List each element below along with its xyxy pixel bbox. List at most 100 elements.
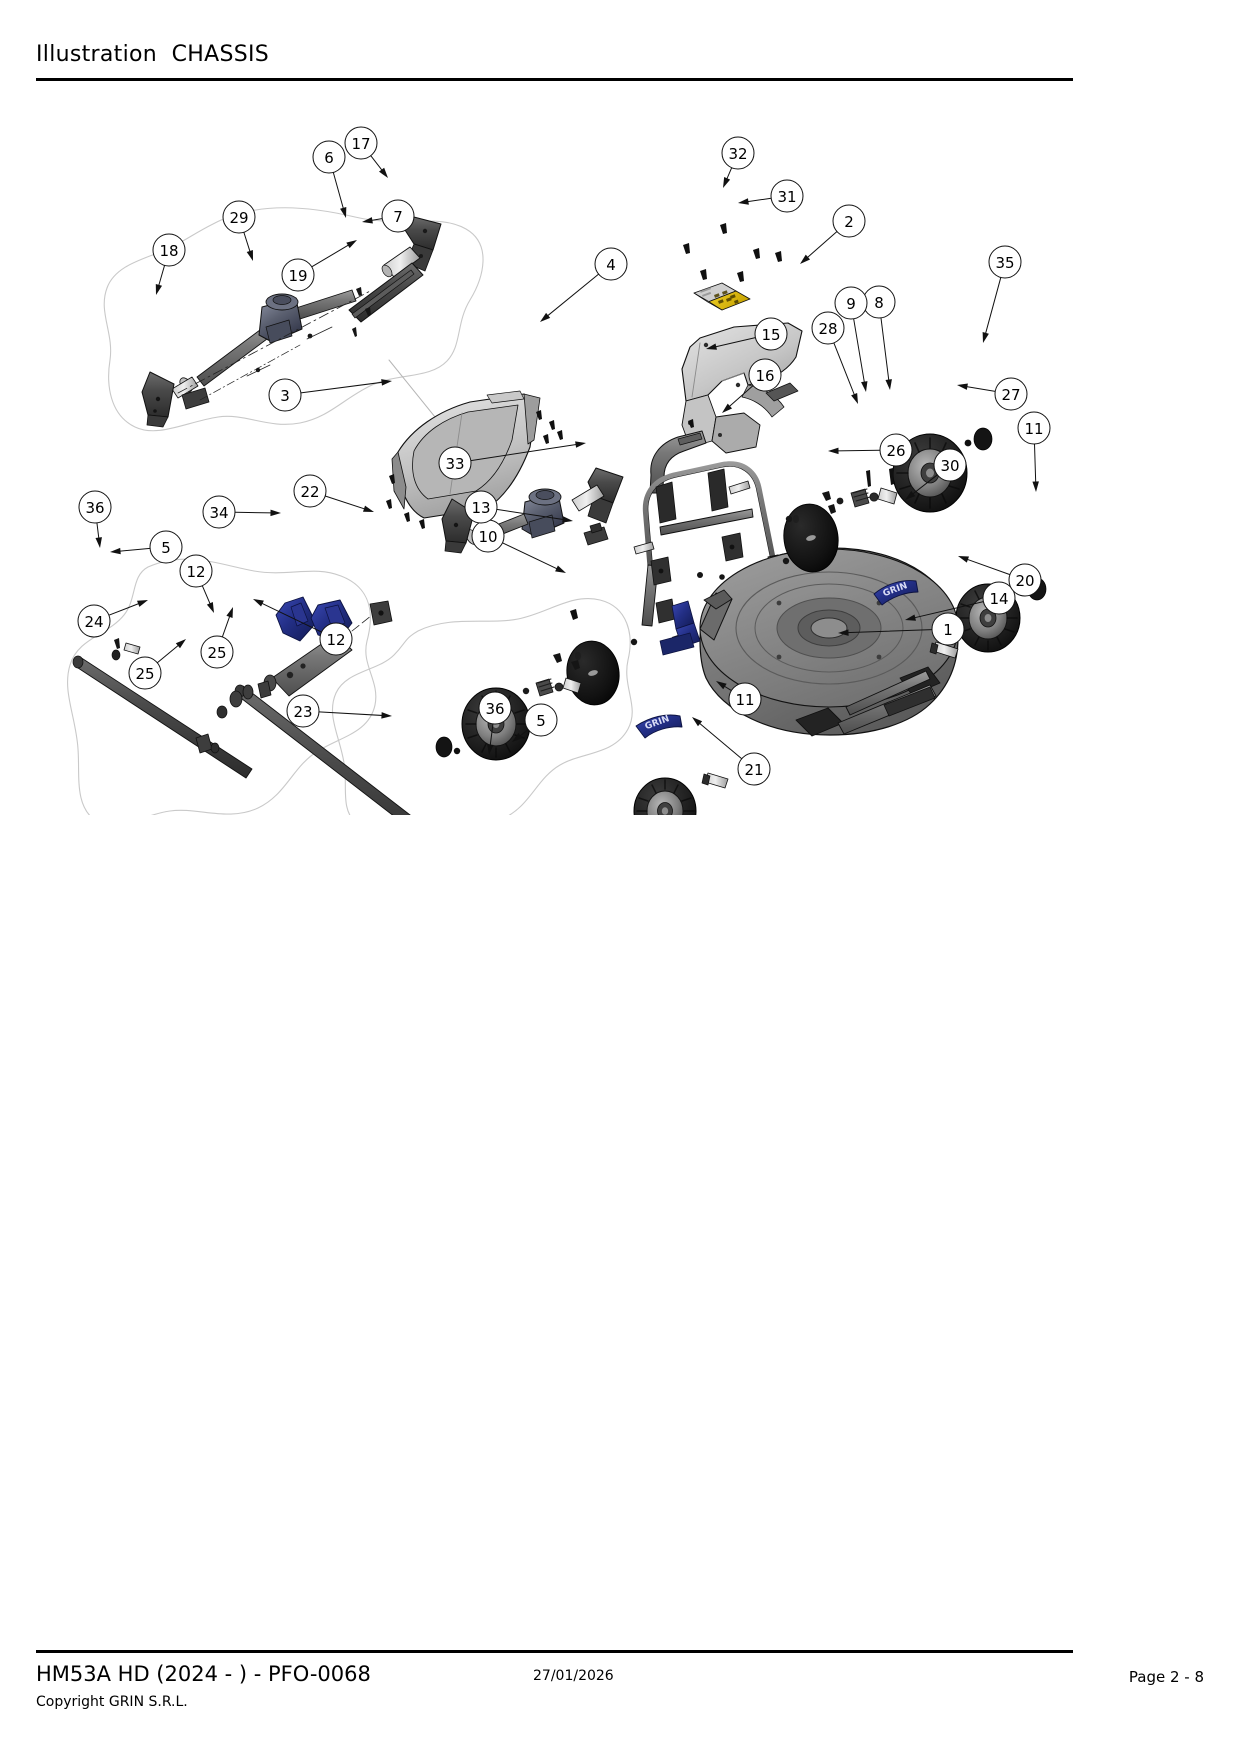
callout-leader-line-10 bbox=[501, 542, 559, 570]
callout-bubble-1[interactable] bbox=[931, 612, 965, 646]
callout-bubble-7[interactable] bbox=[381, 199, 415, 233]
callout-bubble-19[interactable] bbox=[281, 258, 315, 292]
hub-hardware-left bbox=[522, 653, 582, 697]
callout-bubble-26[interactable] bbox=[879, 433, 913, 467]
callout-arrow-36 bbox=[95, 537, 102, 548]
callout-arrow-18 bbox=[155, 284, 163, 295]
callout-bubble-16[interactable] bbox=[748, 358, 782, 392]
callout-bubble-36[interactable] bbox=[78, 490, 112, 524]
callout-bubble-4[interactable] bbox=[594, 247, 628, 281]
callout-bubble-5[interactable] bbox=[524, 703, 558, 737]
callout-bubble-31[interactable] bbox=[770, 179, 804, 213]
callout-leader-line-9 bbox=[853, 318, 866, 384]
callout-number-27: 27 bbox=[1001, 386, 1020, 404]
callout-bubble-13[interactable] bbox=[464, 490, 498, 524]
callout-bubble-17[interactable] bbox=[344, 126, 378, 160]
callout-number-32: 32 bbox=[728, 145, 747, 163]
callout-number-33: 33 bbox=[445, 455, 464, 473]
callout-number-28: 28 bbox=[818, 320, 837, 338]
callout-number-35: 35 bbox=[995, 254, 1014, 272]
callout-arrow-15 bbox=[706, 343, 717, 350]
callout-bubble-29[interactable] bbox=[222, 200, 256, 234]
footer-date: 27/01/2026 bbox=[533, 1668, 614, 1684]
callout-arrow-1 bbox=[838, 629, 849, 636]
callout-number-16: 16 bbox=[755, 367, 774, 385]
callout-leader-line-32 bbox=[726, 167, 733, 181]
cover-rivets bbox=[683, 223, 782, 428]
callout-arrow-21 bbox=[692, 717, 703, 727]
callout-arrow-5 bbox=[512, 733, 523, 742]
callout-bubble-28[interactable] bbox=[811, 311, 845, 345]
callout-bubble-27[interactable] bbox=[994, 377, 1028, 411]
callout-bubble-2[interactable] bbox=[832, 204, 866, 238]
height-adjust-lever bbox=[659, 600, 701, 656]
detail-boundary-upper-left bbox=[103, 207, 484, 432]
callout-arrow-29 bbox=[246, 250, 253, 261]
callout-bubble-33[interactable] bbox=[438, 446, 472, 480]
callout-number-5: 5 bbox=[161, 539, 171, 557]
callout-number-15: 15 bbox=[761, 326, 780, 344]
callout-number-25: 25 bbox=[135, 665, 154, 683]
callout-layer: 1234556789101111121213141516171819202122… bbox=[77, 126, 1051, 786]
callout-arrow-36 bbox=[487, 744, 494, 755]
lower-tube-24 bbox=[74, 656, 253, 779]
callout-arrow-9 bbox=[861, 381, 868, 392]
callout-leader-line-35 bbox=[984, 276, 1002, 335]
callout-number-5: 5 bbox=[536, 712, 546, 730]
callout-bubble-24[interactable] bbox=[77, 604, 111, 638]
callout-leader-line-22 bbox=[324, 495, 366, 510]
callout-number-14: 14 bbox=[989, 590, 1008, 608]
callout-leader-line-15 bbox=[714, 337, 756, 348]
callout-arrow-28 bbox=[851, 393, 858, 404]
callout-leader-line-28 bbox=[833, 342, 856, 397]
callout-bubble-9[interactable] bbox=[834, 286, 868, 320]
callout-number-23: 23 bbox=[293, 703, 312, 721]
callout-number-12: 12 bbox=[186, 563, 205, 581]
callout-bubble-30[interactable] bbox=[933, 448, 967, 482]
callout-arrow-13 bbox=[562, 516, 573, 523]
callout-arrow-27 bbox=[957, 383, 968, 390]
callout-number-29: 29 bbox=[229, 209, 248, 227]
callout-number-18: 18 bbox=[159, 242, 178, 260]
callout-leader-line-27 bbox=[965, 385, 996, 392]
callout-bubble-11[interactable] bbox=[728, 682, 762, 716]
callout-arrow-31 bbox=[738, 198, 749, 205]
callout-number-13: 13 bbox=[471, 499, 490, 517]
callout-bubble-14[interactable] bbox=[982, 581, 1016, 615]
callout-arrow-25 bbox=[226, 607, 233, 618]
handlebar-frame bbox=[633, 461, 793, 627]
callout-leader-line-20 bbox=[965, 558, 1011, 576]
callout-bubble-11[interactable] bbox=[1017, 411, 1051, 445]
callout-number-21: 21 bbox=[744, 761, 763, 779]
callout-bubble-20[interactable] bbox=[1008, 563, 1042, 597]
callout-bubble-12[interactable] bbox=[179, 554, 213, 588]
callout-leader-line-33 bbox=[470, 443, 578, 462]
callout-arrow-30 bbox=[905, 490, 916, 500]
callout-bubble-25[interactable] bbox=[200, 635, 234, 669]
callout-bubble-22[interactable] bbox=[293, 474, 327, 508]
callout-number-19: 19 bbox=[288, 267, 307, 285]
callout-arrow-34 bbox=[270, 509, 281, 517]
callout-leader-line-23 bbox=[318, 711, 384, 716]
callout-bubble-3[interactable] bbox=[268, 378, 302, 412]
callout-bubble-18[interactable] bbox=[152, 233, 186, 267]
callout-bubble-6[interactable] bbox=[312, 140, 346, 174]
callout-bubble-21[interactable] bbox=[737, 752, 771, 786]
callout-arrow-11 bbox=[716, 681, 727, 690]
callout-leader-line-36 bbox=[489, 723, 494, 747]
callout-bubble-5[interactable] bbox=[149, 530, 183, 564]
callout-bubble-23[interactable] bbox=[286, 694, 320, 728]
callout-leader-line-13 bbox=[496, 508, 565, 521]
detail-boundary-lower-mid bbox=[331, 598, 633, 815]
callout-bubble-34[interactable] bbox=[202, 495, 236, 529]
callout-bubble-25[interactable] bbox=[128, 656, 162, 690]
callout-bubble-36[interactable] bbox=[478, 691, 512, 725]
callout-bubble-32[interactable] bbox=[721, 136, 755, 170]
callout-bubble-15[interactable] bbox=[754, 317, 788, 351]
callout-bubble-12[interactable] bbox=[319, 622, 353, 656]
callout-leader-line-30 bbox=[911, 474, 938, 495]
callout-bubble-35[interactable] bbox=[988, 245, 1022, 279]
callout-arrow-8 bbox=[885, 379, 892, 390]
callout-number-9: 9 bbox=[846, 295, 856, 313]
callout-leader-line-26 bbox=[836, 449, 881, 452]
